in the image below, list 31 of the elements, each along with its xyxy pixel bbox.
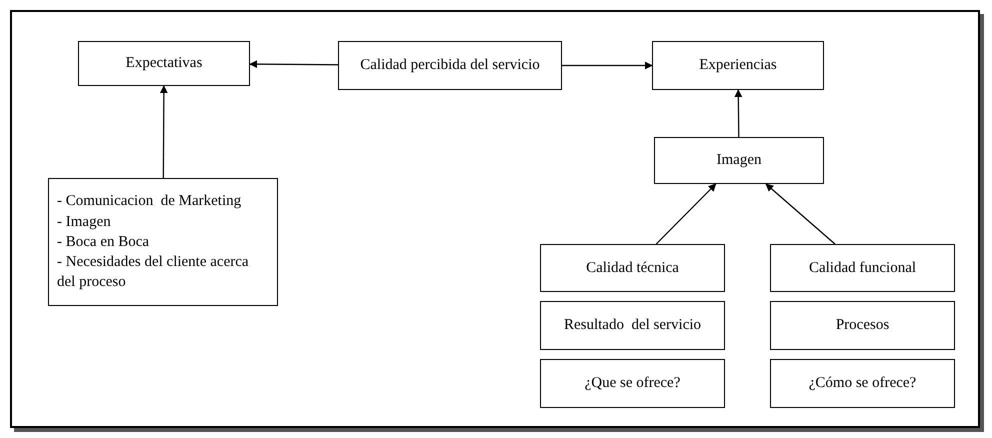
arrow <box>734 89 742 137</box>
arrow <box>562 62 653 70</box>
box-label: Calidad percibida del servicio <box>360 56 540 76</box>
process-box <box>770 244 955 292</box>
arrow <box>765 183 836 244</box>
list-box <box>48 178 278 306</box>
box-label: Procesos <box>836 316 890 336</box>
box-label: ¿Que se ofrece? <box>584 374 680 394</box>
process-box <box>338 41 562 90</box>
list-item: - Boca en Boca <box>57 232 150 252</box>
arrow <box>160 85 168 178</box>
process-box <box>654 137 824 184</box>
box-label: ¿Cómo se ofrece? <box>808 374 916 394</box>
process-box <box>770 359 955 408</box>
box-label: Experiencias <box>699 56 777 76</box>
process-box <box>78 41 250 86</box>
box-label: Calidad funcional <box>808 258 916 278</box>
process-box <box>770 301 955 350</box>
box-label: Resultado del servicio <box>564 316 702 336</box>
box-label: Imagen <box>716 151 762 170</box>
arrow <box>656 183 716 244</box>
box-label: Calidad técnica <box>586 258 679 278</box>
process-box <box>540 301 725 350</box>
arrow <box>249 60 338 68</box>
list-item: - Imagen <box>57 212 112 232</box>
box-label: Expectativas <box>126 54 202 74</box>
list-item: - Comunicacion de Marketing <box>57 192 242 212</box>
process-box <box>652 41 824 90</box>
list-item: - Necesidades del cliente acerca del proceso <box>57 253 250 292</box>
process-box <box>540 244 725 292</box>
process-box <box>540 359 725 408</box>
